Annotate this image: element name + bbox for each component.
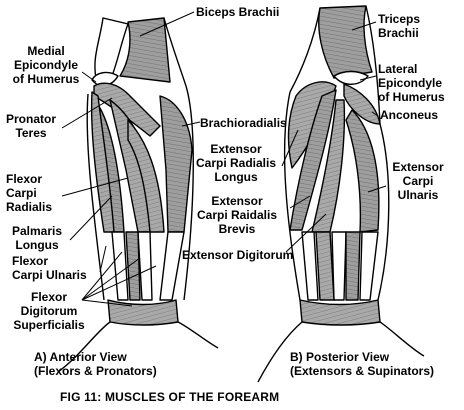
label-extensor-carpi-radialis-longus: Extensor Carpi Radialis Longus <box>186 142 286 184</box>
figure-caption: FIG 11: MUSCLES OF THE FOREARM <box>60 390 280 404</box>
anterior-view-subtitle: (Flexors & Pronators) <box>34 364 157 378</box>
label-lateral-epicondyle: Lateral Epicondyle of Humerus <box>378 62 445 104</box>
label-flexor-carpi-ulnaris-line-1: Flexor <box>12 254 49 268</box>
biceps-brachii-muscle <box>119 17 171 83</box>
leader-anconeus <box>371 111 379 117</box>
label-biceps-brachii: Biceps Brachii <box>196 5 280 19</box>
label-extensor-carpi-radialis-brevis: Extensor Carpi Raidalis Brevis <box>184 194 290 236</box>
anterior-arm <box>57 17 219 373</box>
leader-medial-epicondyle <box>81 71 97 83</box>
label-flexor-carpi-ulnaris-line-2: Carpi Ulnaris <box>12 268 87 282</box>
posterior-hand-outline <box>257 321 425 383</box>
label-palmaris-longus-line-1: Palmaris <box>12 224 63 238</box>
label-medial-epicondyle-line-2: Epicondyle <box>13 58 78 72</box>
label-fds-line-1: Flexor <box>30 290 67 304</box>
leader-pronator-teres <box>61 97 113 129</box>
label-anconeus: Anconeus <box>380 108 439 122</box>
leader-palmaris-longus <box>69 195 113 241</box>
label-flexor-carpi-radialis: Flexor Carpi Radialis <box>6 172 52 214</box>
label-triceps-line-1: Triceps <box>378 12 421 26</box>
leader-lines <box>61 11 387 307</box>
label-ecu-line-1: Extensor <box>392 160 444 174</box>
label-extensor-carpi-ulnaris: Extensor Carpi Ulnaris <box>386 160 450 202</box>
label-flexor-carpi-ulnaris: Flexor Carpi Ulnaris <box>12 254 87 282</box>
triceps-brachii-muscle <box>318 5 373 79</box>
anterior-tendons <box>111 231 185 301</box>
label-fds-line-3: Superficialis <box>13 318 85 332</box>
label-ecrb-line-1: Extensor <box>211 194 263 208</box>
posterior-view-subtitle: (Extensors & Supinators) <box>290 364 435 378</box>
leader-brachioradialis <box>181 121 201 127</box>
leader-flexor-carpi-ulnaris <box>99 245 107 273</box>
label-ecrb-line-2: Carpi Raidalis <box>196 208 278 222</box>
label-medial-epicondyle-line-1: Medial <box>27 44 65 58</box>
posterior-wrist-band <box>299 299 381 326</box>
anterior-central-mass <box>127 119 165 233</box>
label-flexor-digitorum-superficialis: Flexor Digitorum Superficialis <box>6 290 92 332</box>
label-medial-epicondyle: Medial Epicondyle of Humerus <box>6 44 86 86</box>
extensor-carpi-ulnaris-muscle <box>345 109 380 233</box>
label-ecrl-line-2: Carpi Radialis <box>195 156 277 170</box>
posterior-view-title: B) Posterior View <box>290 350 390 364</box>
leader-fds-2 <box>81 257 141 301</box>
leader-extensor-digitorum <box>285 213 327 253</box>
label-pronator-teres: Pronator Teres <box>6 112 56 140</box>
label-pronator-teres-line-2: Teres <box>15 126 47 140</box>
anterior-wrist-band <box>107 299 179 326</box>
label-lateral-epicondyle-line-1: Lateral <box>378 62 418 76</box>
leader-ecr-longus <box>281 129 299 167</box>
flexor-digitorum-superficialis-muscle <box>125 231 141 301</box>
leader-ecr-brevis <box>289 195 311 209</box>
label-palmaris-longus: Palmaris Longus <box>12 224 62 252</box>
leader-triceps-brachii <box>351 21 377 31</box>
leader-biceps-brachii <box>139 11 195 37</box>
label-brachioradialis: Brachioradialis <box>200 116 287 130</box>
label-ecu-line-3: Ulnaris <box>397 188 439 202</box>
label-extensor-digitorum: Extensor Digitorum <box>182 248 294 262</box>
extensor-carpi-radialis-brevis-muscle <box>289 89 337 231</box>
posterior-arm <box>257 5 425 383</box>
leader-extensor-carpi-ulnaris <box>367 185 387 193</box>
anterior-view-title: A) Anterior View <box>34 350 127 364</box>
label-ecrl-line-3: Longus <box>214 170 258 184</box>
label-ecrl-line-1: Extensor <box>210 142 262 156</box>
leader-fds-1 <box>81 251 123 301</box>
label-triceps-brachii: Triceps Brachii <box>378 12 420 40</box>
anterior-hand-outline <box>57 321 219 373</box>
leader-fds-4 <box>81 299 133 307</box>
label-ecrb-line-3: Brevis <box>218 222 256 236</box>
label-flexor-carpi-radialis-line-1: Flexor <box>6 172 43 186</box>
leader-lateral-epicondyle <box>359 75 377 81</box>
label-lateral-epicondyle-line-2: Epicondyle <box>378 76 443 90</box>
label-flexor-carpi-radialis-line-2: Carpi <box>6 186 37 200</box>
label-pronator-teres-line-1: Pronator <box>6 112 57 126</box>
label-palmaris-longus-line-2: Longus <box>15 238 59 252</box>
posterior-tendons <box>301 231 379 301</box>
label-fds-line-2: Digitorum <box>20 304 78 318</box>
label-triceps-line-2: Brachii <box>378 26 419 40</box>
label-lateral-epicondyle-line-3: of Humerus <box>378 90 445 104</box>
leader-flexor-carpi-radialis <box>61 177 129 197</box>
label-ecu-line-2: Carpi <box>402 174 434 188</box>
leader-fds-3 <box>81 265 157 301</box>
label-medial-epicondyle-line-3: of Humerus <box>12 72 80 86</box>
label-flexor-carpi-radialis-line-3: Radialis <box>6 200 53 214</box>
lateral-epicondyle-shape <box>333 70 369 85</box>
